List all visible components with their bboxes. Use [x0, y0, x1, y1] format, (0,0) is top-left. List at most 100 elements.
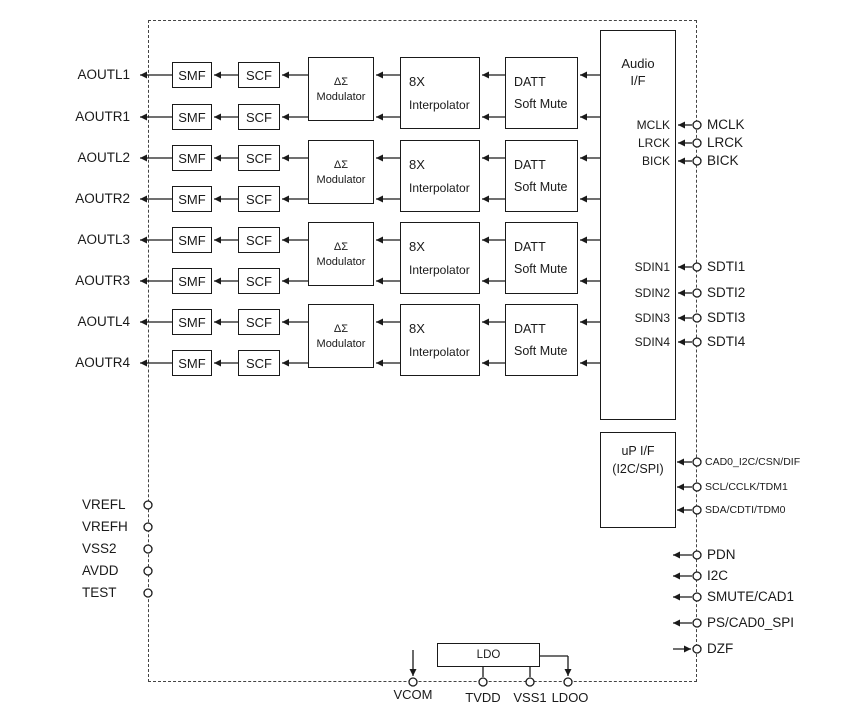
modulator-label: Modulator [316, 255, 366, 268]
pin-circle [563, 677, 573, 687]
audio-if-title: Audio I/F [601, 31, 675, 89]
pin-circle [692, 457, 702, 467]
datt-label: DATT [514, 75, 546, 89]
smf-block-5: SMF [172, 227, 212, 253]
modulator-label: ΔΣ [333, 240, 349, 253]
interpolator-block-1: 8X Interpolator [400, 57, 480, 129]
modulator-label: ΔΣ [333, 322, 349, 335]
datt-block-4: DATT Soft Mute [505, 304, 578, 376]
pin-label-tvdd: TVDD [465, 690, 501, 705]
scf-block-1: SCF [238, 62, 280, 88]
pin-circle [478, 677, 488, 687]
ldo-block: LDO [437, 643, 540, 667]
internal-pin-sdin2: SDIN2 [634, 286, 670, 300]
interpolator-label: 8X [409, 321, 425, 336]
output-pin-label: AOUTR4 [75, 355, 130, 370]
output-pin-label: AOUTR2 [75, 191, 130, 206]
smf-block-7: SMF [172, 309, 212, 335]
modulator-label: Modulator [316, 173, 366, 186]
smf-block-4: SMF [172, 186, 212, 212]
pin-circle [692, 550, 702, 560]
interpolator-label: 8X [409, 74, 425, 89]
datt-label: DATT [514, 322, 546, 336]
pin-label-sdti4: SDTI4 [707, 334, 746, 349]
modulator-block-4: ΔΣ Modulator [308, 304, 374, 368]
scf-block-4: SCF [238, 186, 280, 212]
pin-label-mclk: MCLK [707, 117, 745, 132]
internal-pin-sdin4: SDIN4 [634, 335, 670, 349]
pin-circle [692, 644, 702, 654]
output-pin-label: AOUTR3 [75, 273, 130, 288]
up-if-title-line: uP I/F [621, 444, 655, 458]
pin-circle [692, 120, 702, 130]
scf-block-5: SCF [238, 227, 280, 253]
interpolator-label: 8X [409, 157, 425, 172]
output-pin-label: AOUTL4 [77, 314, 130, 329]
pin-label-ldoo: LDOO [551, 690, 589, 705]
interpolator-label: Interpolator [409, 98, 470, 112]
datt-label: Soft Mute [514, 97, 568, 111]
pin-label-dzf: DZF [707, 641, 734, 656]
internal-pin-mclk: MCLK [636, 118, 670, 132]
pin-label-sdti2: SDTI2 [707, 285, 746, 300]
internal-pin-bick: BICK [641, 154, 670, 168]
datt-label: Soft Mute [514, 180, 568, 194]
pin-circle [692, 288, 702, 298]
pin-label-vss2: VSS2 [82, 541, 117, 556]
datt-label: Soft Mute [514, 262, 568, 276]
internal-pin-sdin1: SDIN1 [634, 260, 670, 274]
modulator-label: ΔΣ [333, 75, 349, 88]
smf-block-8: SMF [172, 350, 212, 376]
pin-circle [692, 618, 702, 628]
interpolator-block-4: 8X Interpolator [400, 304, 480, 376]
datt-label: DATT [514, 158, 546, 172]
smf-block-2: SMF [172, 104, 212, 130]
pin-label-vcom: VCOM [393, 687, 433, 702]
datt-label: Soft Mute [514, 344, 568, 358]
up-if-title: uP I/F (I2C/SPI) [601, 433, 675, 478]
pin-label-vss1: VSS1 [513, 690, 547, 705]
internal-pin-sdin3: SDIN3 [634, 311, 670, 325]
up-if-block: uP I/F (I2C/SPI) [600, 432, 676, 528]
pin-circle [143, 588, 153, 598]
interpolator-label: Interpolator [409, 345, 470, 359]
pin-label-sdti3: SDTI3 [707, 310, 746, 325]
modulator-block-3: ΔΣ Modulator [308, 222, 374, 286]
smf-block-1: SMF [172, 62, 212, 88]
pin-label-avdd: AVDD [82, 563, 119, 578]
audio-if-title-line: Audio [621, 56, 655, 71]
pin-label-vrefl: VREFL [82, 497, 126, 512]
datt-block-3: DATT Soft Mute [505, 222, 578, 294]
pin-circle [692, 313, 702, 323]
interpolator-block-3: 8X Interpolator [400, 222, 480, 294]
pin-label-bick: BICK [707, 153, 739, 168]
output-pin-label: AOUTL2 [77, 150, 130, 165]
smf-block-3: SMF [172, 145, 212, 171]
internal-pin-lrck: LRCK [637, 136, 670, 150]
pin-circle [143, 500, 153, 510]
output-pin-label: AOUTL1 [77, 67, 130, 82]
modulator-label: Modulator [316, 337, 366, 350]
datt-block-2: DATT Soft Mute [505, 140, 578, 212]
audio-if-block: Audio I/F [600, 30, 676, 420]
modulator-label: Modulator [316, 90, 366, 103]
interpolator-label: 8X [409, 239, 425, 254]
pin-circle [692, 592, 702, 602]
pin-label-scl-cclk-tdm1: SCL/CCLK/TDM1 [705, 481, 788, 493]
interpolator-label: Interpolator [409, 181, 470, 195]
modulator-block-2: ΔΣ Modulator [308, 140, 374, 204]
pin-label-i2c: I2C [707, 568, 729, 583]
pin-label-sda-cdti-tdm0: SDA/CDTI/TDM0 [705, 504, 786, 516]
pin-circle [692, 337, 702, 347]
scf-block-7: SCF [238, 309, 280, 335]
pin-circle [692, 156, 702, 166]
datt-label: DATT [514, 240, 546, 254]
datt-block-1: DATT Soft Mute [505, 57, 578, 129]
chip-boundary [148, 20, 697, 682]
pin-label-vrefh: VREFH [82, 519, 128, 534]
pin-circle [143, 522, 153, 532]
pin-circle [692, 482, 702, 492]
interpolator-block-2: 8X Interpolator [400, 140, 480, 212]
pin-circle [692, 262, 702, 272]
